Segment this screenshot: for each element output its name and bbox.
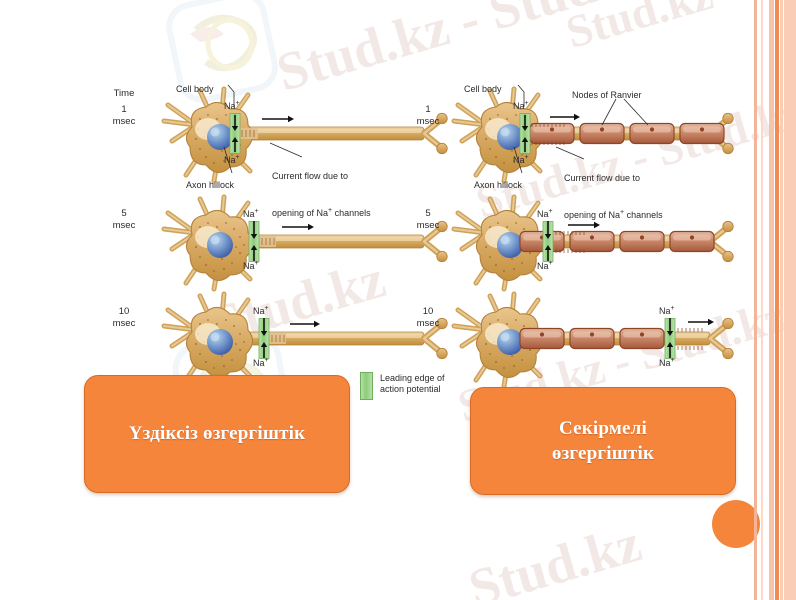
border-stripe-0 xyxy=(754,0,757,600)
na-label-right-top-r3: Na+ xyxy=(659,305,675,316)
na-label-left-top-r3: Na+ xyxy=(253,305,269,316)
row-1-time-unit: msec xyxy=(112,116,136,127)
na-label-left-bottom-r3: Na+ xyxy=(253,357,269,368)
row-2-time-unit: msec xyxy=(112,220,136,231)
row-3-time-value: 10 xyxy=(118,306,130,317)
row-3-time-unit-right: msec xyxy=(416,318,440,329)
na-label-left-bottom-r2: Na+ xyxy=(243,260,259,271)
current-flow-line-2: opening of Na+ channels xyxy=(272,207,371,219)
na-label-left-top-r1: Na+ xyxy=(224,100,240,111)
decorative-right-border xyxy=(752,0,796,600)
axon-hillock-label-left: Axon hillock xyxy=(186,180,235,190)
callout-left-text: Үздіксіз өзгергіштік xyxy=(128,423,306,445)
cell-body-label-right: Cell body xyxy=(464,84,502,94)
current-flow-line-2-r: opening of Na+ channels xyxy=(564,209,663,221)
callout-right-text: Секірмелі өзгергіштік xyxy=(551,417,655,464)
cell-body-label-left: Cell body xyxy=(176,84,214,94)
legend: Leading edge of action potential xyxy=(360,372,445,400)
current-flow-label-left-r1: Current flow due to opening of Na+ chann… xyxy=(272,148,371,244)
row-1-time-value-right: 1 xyxy=(425,104,431,115)
current-flow-line-1: Current flow due to xyxy=(272,171,349,182)
row-2-time-unit-right: msec xyxy=(416,220,440,231)
row-3-time-value-right: 10 xyxy=(422,306,434,317)
na-label-right-bottom-r1: Na+ xyxy=(513,154,529,165)
current-flow-label-right-r1: Current flow due to opening of Na+ chann… xyxy=(564,150,663,246)
leading-edge-swatch xyxy=(360,372,373,400)
border-stripe-1 xyxy=(761,0,763,600)
row-1-time-unit-right: msec xyxy=(416,116,440,127)
row-3-time-unit: msec xyxy=(112,318,136,329)
na-label-right-bottom-r3: Na+ xyxy=(659,357,675,368)
row-2-time-value-right: 5 xyxy=(425,208,431,219)
nodes-of-ranvier-label: Nodes of Ranvier xyxy=(572,90,642,100)
na-label-left-bottom-r1: Na+ xyxy=(224,154,240,165)
callout-continuous-conduction[interactable]: Үздіксіз өзгергіштік xyxy=(84,375,350,493)
current-flow-line-1-r: Current flow due to xyxy=(564,173,641,184)
callout-saltatory-conduction[interactable]: Секірмелі өзгергіштік xyxy=(470,387,736,495)
border-stripe-3 xyxy=(775,0,779,600)
na-label-right-top-r1: Na+ xyxy=(513,100,529,111)
border-stripe-5 xyxy=(784,0,796,600)
decorative-orange-circle xyxy=(712,500,760,548)
row-2-time-value: 5 xyxy=(121,208,127,219)
na-label-left-top-r2: Na+ xyxy=(243,208,259,219)
legend-label: Leading edge of action potential xyxy=(380,373,445,395)
row-1-time-value: 1 xyxy=(121,104,127,115)
neuron-conduction-figure: Time 1 msec Cell body Axon hillock Na+ N… xyxy=(112,84,752,600)
na-label-right-bottom-r2: Na+ xyxy=(537,260,553,271)
border-stripe-4 xyxy=(780,0,783,600)
border-stripe-2 xyxy=(769,0,774,600)
na-label-right-top-r2: Na+ xyxy=(537,208,553,219)
axon-hillock-label-right: Axon hillock xyxy=(474,180,523,190)
row-1-time-header: Time xyxy=(113,88,135,99)
